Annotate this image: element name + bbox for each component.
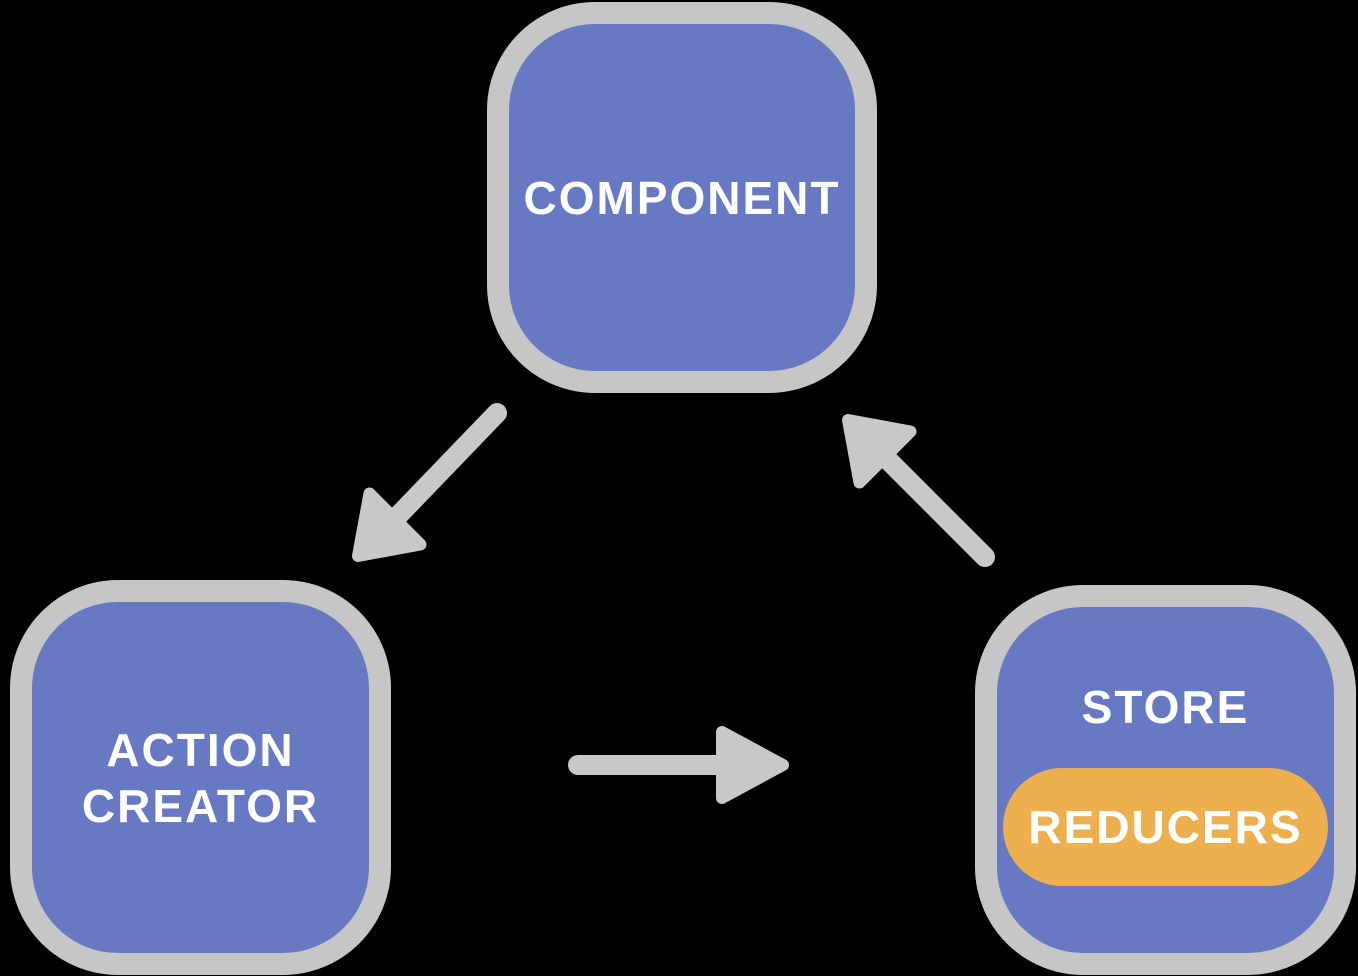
reducers-pill: REDUCERS	[1003, 768, 1328, 886]
action-creator-label-line2: CREATOR	[81, 779, 320, 832]
reducers-label: REDUCERS	[1028, 801, 1303, 853]
action-creator-node: ACTION CREATOR	[10, 580, 391, 975]
arrow-component-to-action-creator-icon	[352, 403, 507, 562]
store-node: STORE REDUCERS	[975, 585, 1356, 975]
arrow-store-to-component-icon	[842, 414, 995, 567]
arrow-action-creator-to-store-icon	[568, 726, 789, 804]
component-label: COMPONENT	[523, 171, 841, 224]
component-node: COMPONENT	[487, 2, 877, 393]
store-label: STORE	[1081, 681, 1250, 733]
action-creator-label-line1: ACTION	[106, 723, 295, 776]
